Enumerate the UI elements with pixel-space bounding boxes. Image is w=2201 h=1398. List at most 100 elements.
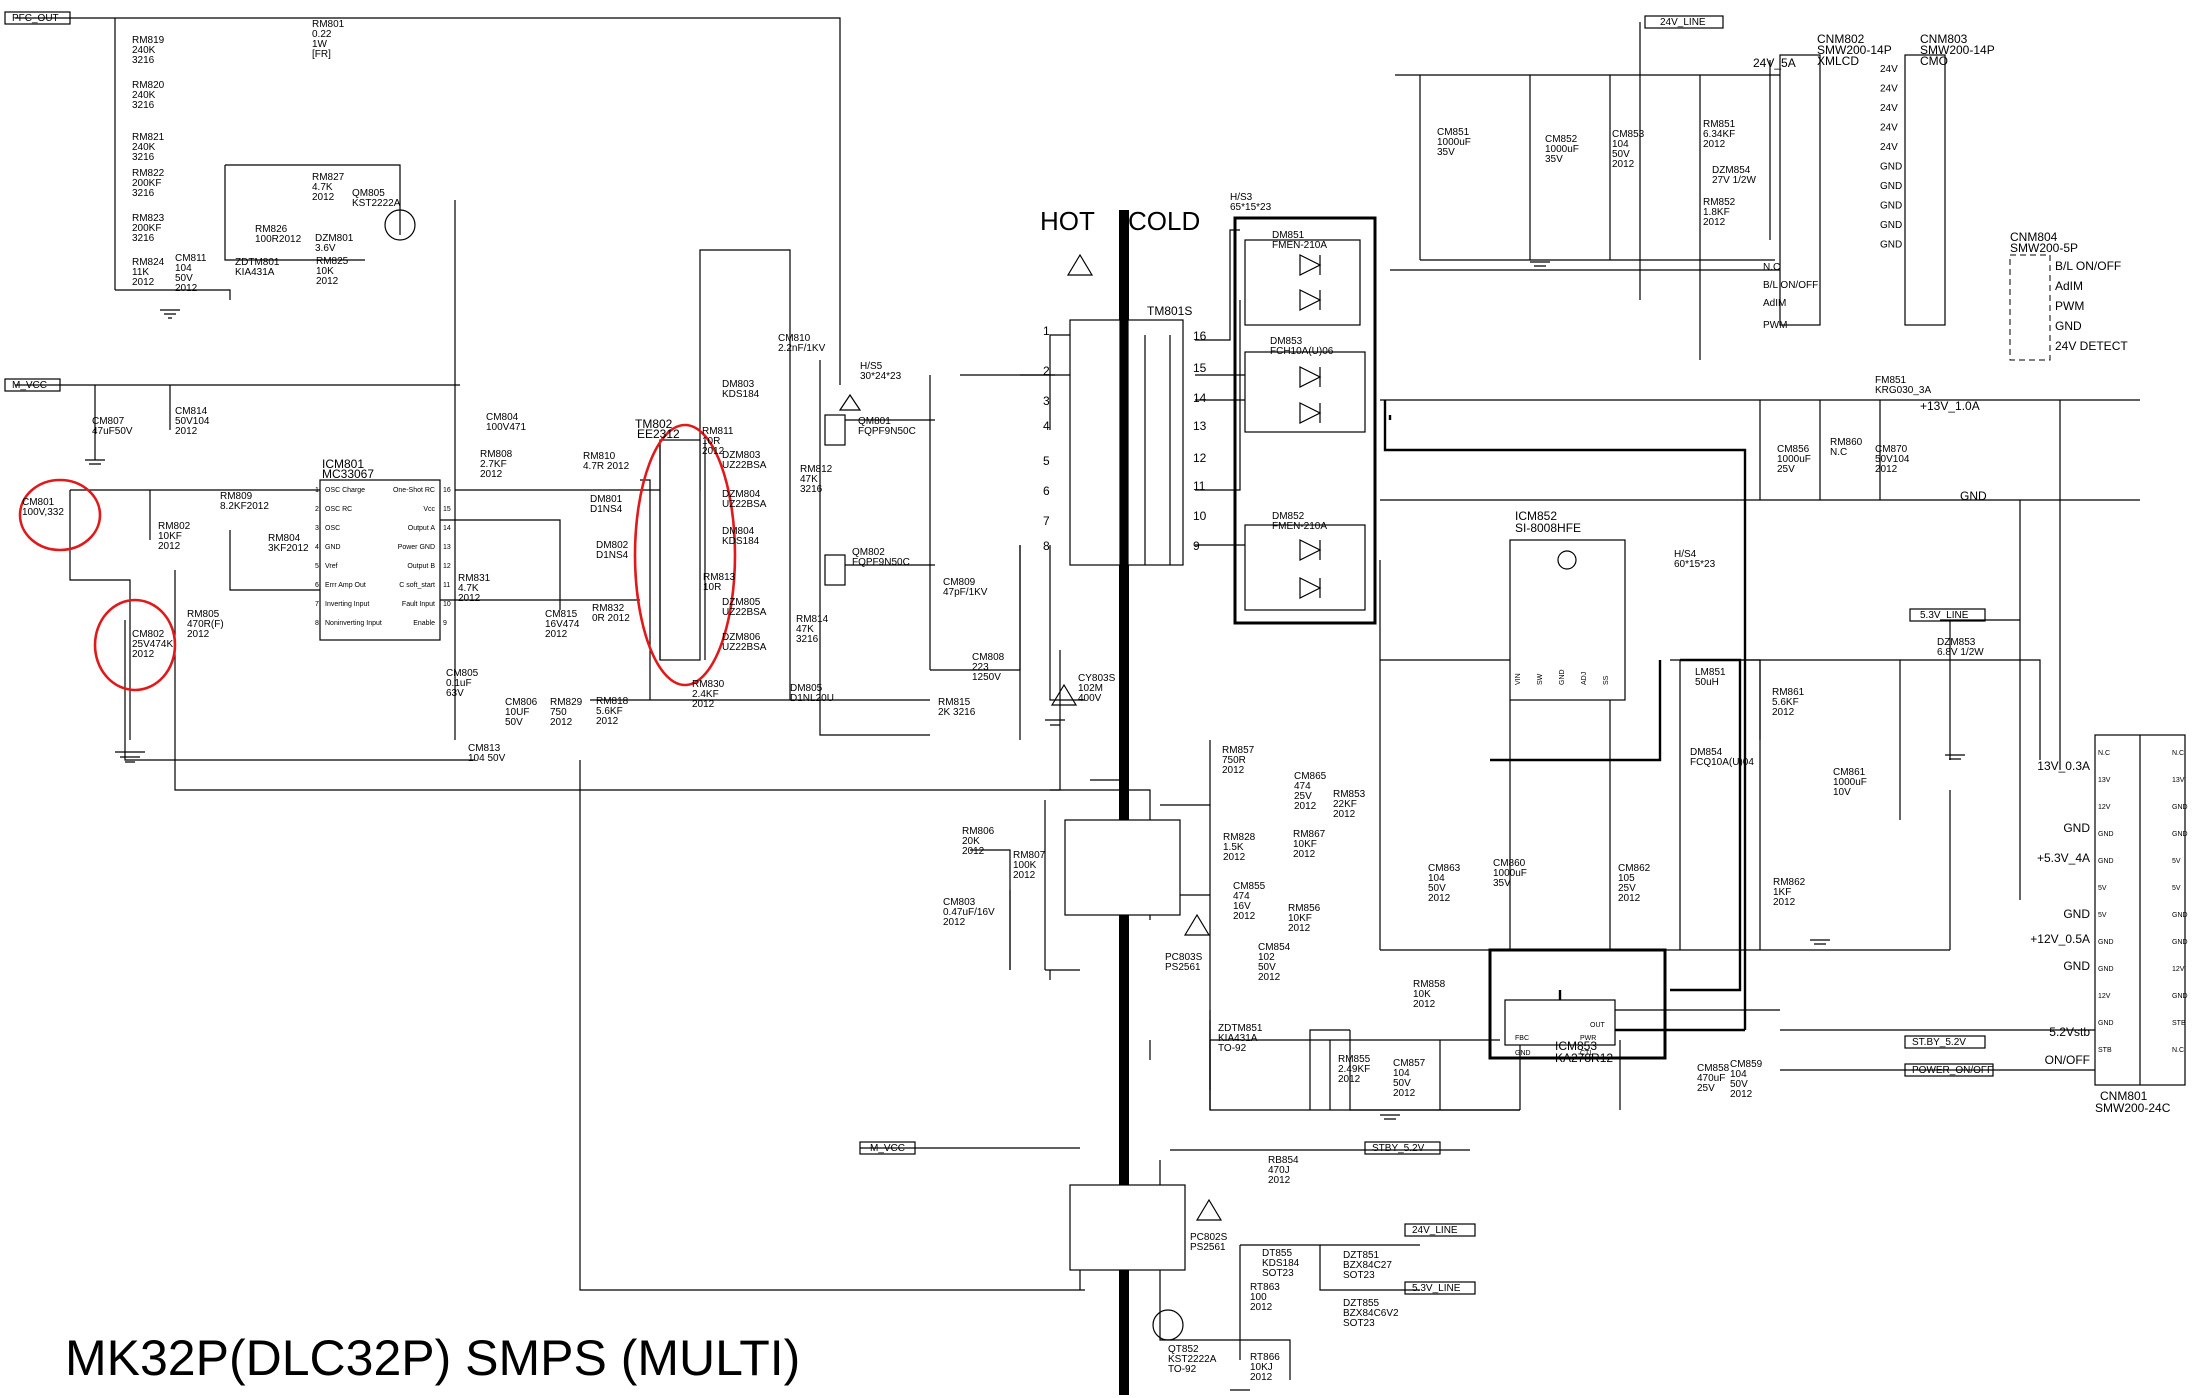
icm801-pin-left-number: 1 bbox=[315, 487, 319, 494]
tm801s-primary-pin: 1 bbox=[1043, 324, 1050, 338]
component-value: 1000uF bbox=[1777, 454, 1811, 465]
component-value: 2012 bbox=[316, 276, 339, 287]
icm852-pin-label: ADJ bbox=[1581, 672, 1588, 685]
component-ref: DZT851 bbox=[1343, 1250, 1380, 1261]
component-ref: ZDTM851 bbox=[1218, 1023, 1263, 1034]
component-ref: CM861 bbox=[1833, 767, 1866, 778]
cnm801-left-pin: GND bbox=[2098, 831, 2114, 838]
component-value: 3216 bbox=[800, 484, 823, 495]
cnm801-left-label: GND bbox=[2063, 821, 2090, 835]
component-value: 400V bbox=[1078, 693, 1102, 704]
component-ref: RM818 bbox=[596, 696, 629, 707]
component-value: 10K bbox=[316, 266, 334, 277]
component-ref: RM802 bbox=[158, 521, 191, 532]
component-value: D1NL20U bbox=[790, 693, 834, 704]
icm801-pin-right-label: C soft_start bbox=[399, 582, 435, 589]
cnm804-pin-label: B/L ON/OFF bbox=[2055, 259, 2121, 273]
cnm801-left-label: GND bbox=[2063, 959, 2090, 973]
component-value: D1NS4 bbox=[596, 550, 629, 561]
component-value: 2.7KF bbox=[480, 459, 507, 470]
component-ref: CM855 bbox=[1233, 881, 1266, 892]
component-ref: CM853 bbox=[1612, 129, 1645, 140]
highlight-cm801 bbox=[18, 478, 102, 552]
icm801-pin-left-number: 8 bbox=[315, 620, 319, 627]
connector-labels: CNM802SMW200-14PXMLCDCNM803SMW200-14PCMO… bbox=[1763, 32, 2188, 1115]
component-value: 8.2KF2012 bbox=[220, 501, 269, 512]
dm853-box bbox=[1244, 351, 1366, 433]
component-value: 35V bbox=[1545, 154, 1563, 165]
component-value: BZX84C27 bbox=[1343, 1260, 1392, 1271]
transistor-qm805 bbox=[384, 209, 416, 241]
component-value: 2012 bbox=[1612, 159, 1635, 170]
component-ref: RM813 bbox=[703, 572, 736, 583]
icm852-pin-label: SW bbox=[1537, 673, 1544, 685]
net-label-24v-line: 24V_LINE bbox=[1660, 17, 1706, 28]
component-value: 2012 bbox=[175, 283, 198, 294]
component-value: 2012 bbox=[312, 192, 335, 203]
component-value: 100V,332 bbox=[22, 507, 64, 518]
component-value: 25V bbox=[1294, 791, 1312, 802]
cnm802-pin-label: 24V bbox=[1880, 123, 1898, 134]
component-value: 4.7K bbox=[312, 182, 333, 193]
icm801-part: MC33067 bbox=[322, 467, 374, 481]
component-value: 2K 3216 bbox=[938, 707, 976, 718]
cnm802-pin-label: GND bbox=[1880, 201, 1902, 212]
component-value: 474 bbox=[1233, 891, 1250, 902]
component-value: 3216 bbox=[132, 152, 155, 163]
component-value: 2012 bbox=[1233, 911, 1256, 922]
cnm801-left-label: 5.2Vstb bbox=[2049, 1025, 2090, 1039]
component-ref: CM863 bbox=[1428, 863, 1461, 874]
component-ref: PC802S bbox=[1190, 1232, 1228, 1243]
component-value: 25V bbox=[1777, 464, 1795, 475]
component-value: 1.8KF bbox=[1703, 207, 1730, 218]
component-value: 102M bbox=[1078, 683, 1103, 694]
component-ref: CM870 bbox=[1875, 444, 1908, 455]
component-value: 10KF bbox=[1293, 839, 1317, 850]
cnm802-pin-label: GND bbox=[1880, 240, 1902, 251]
component-value: 5.6KF bbox=[1772, 697, 1799, 708]
icm801-pin-right-label: Output A bbox=[408, 525, 436, 532]
highlight-cm802 bbox=[93, 598, 177, 692]
component-value: 1W bbox=[312, 39, 328, 50]
cnm801-left-label: +12V_0.5A bbox=[2030, 932, 2090, 946]
component-value: 100K bbox=[1013, 860, 1037, 871]
component-value: 474 bbox=[1294, 781, 1311, 792]
cnm801-left-pin: 5V bbox=[2098, 912, 2107, 919]
component-ref: RM861 bbox=[1772, 687, 1805, 698]
icm853-pin-label: OUT bbox=[1590, 1022, 1606, 1029]
component-value: 2012 bbox=[545, 629, 568, 640]
component-value: 6.34KF bbox=[1703, 129, 1735, 140]
component-value: 1.5K bbox=[1223, 842, 1244, 853]
component-ref: RM827 bbox=[312, 172, 345, 183]
icm801-pin-left-number: 3 bbox=[315, 525, 319, 532]
component-ref: RM811 bbox=[702, 426, 734, 437]
cnm801-right-pin: GND bbox=[2172, 993, 2188, 1000]
component-value: 2012 bbox=[1288, 923, 1311, 934]
component-value: 2012 bbox=[962, 846, 985, 857]
net-label-m-vcc: M_VCC bbox=[12, 380, 47, 391]
cnm801-left-pin: 5V bbox=[2098, 885, 2107, 892]
component-ref: QM802 bbox=[852, 547, 885, 558]
component-value: 27V 1/2W bbox=[1712, 175, 1756, 186]
icm801-pin-right-number: 11 bbox=[443, 582, 450, 589]
net-label-m-vcc-2: M_VCC bbox=[870, 1143, 905, 1154]
hot-side-label: HOT bbox=[1040, 206, 1095, 236]
cnm804-pin-label: GND bbox=[2055, 319, 2082, 333]
cnm803-side-label: AdIM bbox=[1763, 298, 1786, 309]
component-ref: RM812 bbox=[800, 464, 833, 475]
component-value: 3216 bbox=[132, 100, 155, 111]
component-value: 2012 bbox=[1258, 972, 1281, 983]
component-ref: RM862 bbox=[1773, 877, 1806, 888]
component-ref: CM801 bbox=[22, 497, 55, 508]
component-ref: RM820 bbox=[132, 80, 165, 91]
component-ref: RM804 bbox=[268, 533, 301, 544]
component-ref: RM828 bbox=[1223, 832, 1256, 843]
icm852-part: SI-8008HFE bbox=[1515, 521, 1581, 535]
cnm801-left-label: +5.3V_4A bbox=[2037, 851, 2090, 865]
component-value: KIA431A bbox=[1218, 1033, 1258, 1044]
tm801s-secondary-pin: 15 bbox=[1193, 361, 1207, 375]
component-ref: CM806 bbox=[505, 697, 538, 708]
component-value: 50V bbox=[175, 273, 193, 284]
